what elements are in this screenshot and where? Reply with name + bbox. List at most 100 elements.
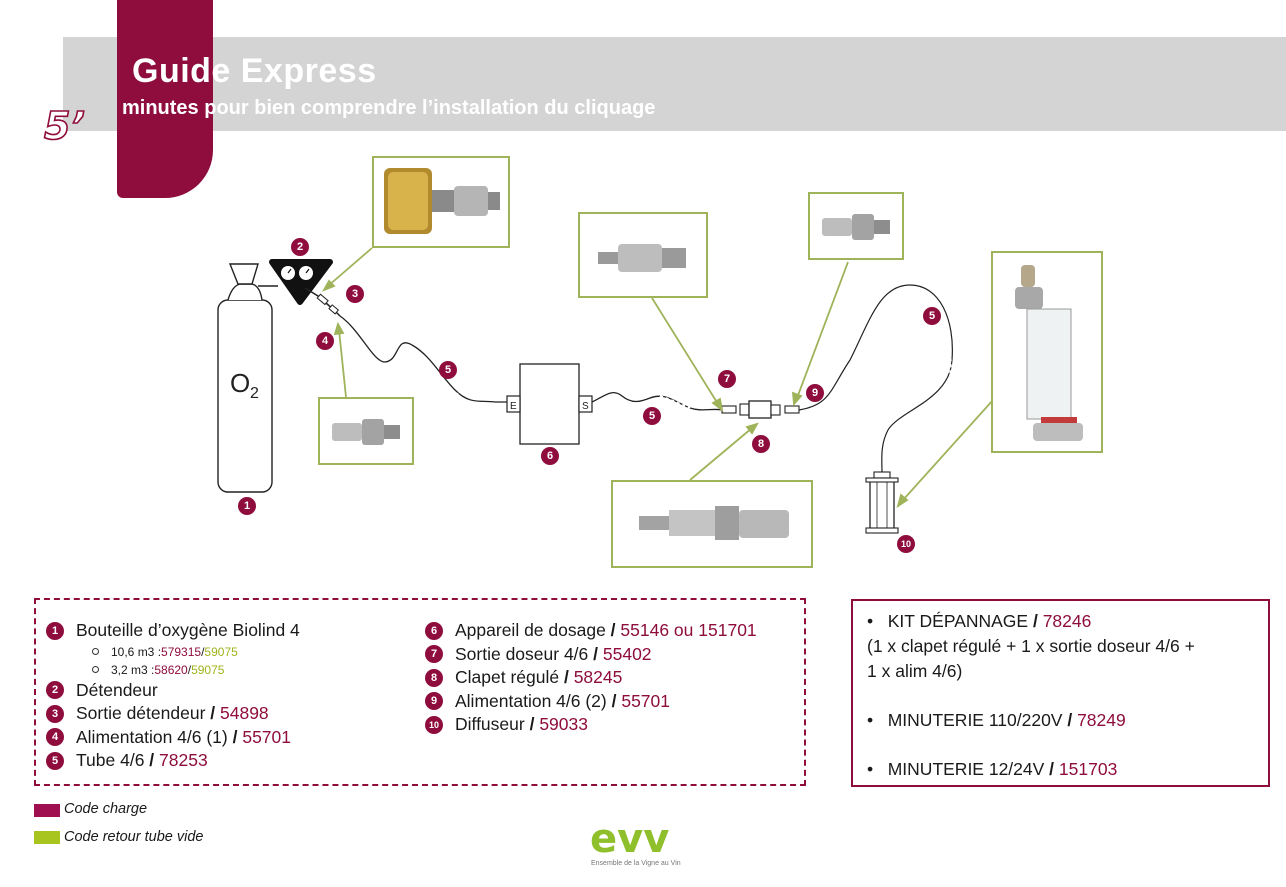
legend-item-10: 10 Diffuseur / 59033 (425, 713, 757, 737)
legend-right-column: 6 Appareil de dosage / 55146 ou 151701 7… (425, 619, 757, 737)
legend-item-4: 4 Alimentation 4/6 (1) / 55701 (46, 726, 300, 750)
photo-check-valve (611, 480, 813, 568)
legend-code: 55146 ou 151701 (620, 620, 757, 641)
circle-bullet-icon (92, 666, 99, 673)
bullet-icon: • (867, 710, 874, 730)
bottle-o-label: O (230, 368, 250, 398)
marker-10: 10 (897, 535, 915, 553)
evv-logo: evv Ensemble de la Vigne au Vin (590, 816, 700, 875)
slash: / (205, 703, 220, 724)
legend-number: 2 (46, 681, 64, 700)
legend-number: 1 (46, 621, 64, 640)
marker-5c: 5 (923, 307, 941, 325)
page-subtitle: minutes pour bien comprendre l’installat… (122, 97, 655, 120)
regulator-icon (269, 259, 333, 305)
page-title: Guide Express (132, 52, 377, 90)
legend-text: Tube 4/6 (76, 750, 145, 771)
check-valve (721, 400, 800, 419)
legend-text: Alimentation 4/6 (1) (76, 726, 228, 747)
regulator-outlet-image (384, 168, 500, 234)
slash: / (559, 667, 574, 688)
kit-line: • KIT DÉPANNAGE / 78246 (867, 611, 1092, 631)
photo-supply-1 (318, 397, 414, 465)
diffuser-image (1015, 265, 1083, 441)
device-in-label: E (510, 401, 517, 412)
pointer-lines (321, 247, 994, 509)
legend-box (34, 598, 806, 786)
slash: / (144, 750, 160, 771)
sub-code-return: 59075 (204, 644, 238, 659)
marker-2: 2 (291, 238, 309, 256)
marker-3: 3 (346, 285, 364, 303)
legend-code: 55701 (621, 690, 671, 711)
diffuser-icon (865, 471, 899, 534)
evv-logo-image: evv Ensemble de la Vigne au Vin (590, 816, 681, 867)
oxygen-bottle (217, 263, 278, 493)
legend-sub-1: 10,6 m3 : 579315 / 59075 (92, 643, 300, 661)
legend-code: 55701 (242, 726, 292, 747)
doser-outlet-image (598, 244, 686, 272)
sub-label: 10,6 m3 : (111, 644, 162, 659)
photo-supply-2 (808, 192, 904, 260)
slash: / (605, 620, 621, 641)
sub-code: 579315 (161, 644, 202, 659)
marker-9: 9 (806, 384, 824, 402)
legend-item-5: 5 Tube 4/6 / 78253 (46, 749, 300, 773)
legend-number: 10 (425, 715, 443, 734)
marker-8: 8 (752, 435, 770, 453)
circle-bullet-icon (92, 648, 99, 655)
legend-text: Sortie doseur 4/6 (455, 643, 589, 664)
timer2-line: • MINUTERIE 12/24V / 151703 (867, 759, 1118, 779)
check-valve-image (639, 506, 789, 540)
legend-text: Appareil de dosage (455, 620, 606, 641)
kit-desc-1: (1 x clapet régulé + 1 x sortie doseur 4… (867, 636, 1195, 656)
sub-code-return: 59075 (191, 662, 225, 677)
legend-item-9: 9 Alimentation 4/6 (2) / 55701 (425, 690, 757, 714)
legend-sub-2: 3,2 m3 : 58620 / 59075 (92, 661, 300, 679)
marker-4: 4 (316, 332, 334, 350)
kit-label: KIT DÉPANNAGE (887, 611, 1029, 631)
timer1-code: 78249 (1077, 710, 1126, 730)
marker-7: 7 (718, 370, 736, 388)
sub-code: 58620 (154, 662, 188, 677)
bullet-icon: • (867, 611, 874, 631)
retour-label: Code retour tube vide (64, 829, 204, 845)
legend-code: 78253 (159, 750, 208, 771)
five-minutes-mark: 5’ (43, 103, 85, 149)
legend-text: Bouteille d’oxygène Biolind 4 (76, 620, 300, 641)
timer2-code: 151703 (1058, 759, 1118, 779)
slash: / (588, 643, 603, 664)
supply-1-image (332, 419, 400, 445)
legend-code: 54898 (220, 703, 269, 724)
logo-tagline: Ensemble de la Vigne au Vin (591, 860, 681, 867)
subtitle-rest: pour bien comprendre l’installation du c… (198, 97, 656, 119)
legend-number: 3 (46, 704, 64, 723)
legend-item-3: 3 Sortie détendeur / 54898 (46, 702, 300, 726)
legend-left-column: 1 Bouteille d’oxygène Biolind 4 10,6 m3 … (46, 619, 300, 773)
legend-number: 8 (425, 668, 443, 687)
legend-code: 58245 (573, 667, 623, 688)
legend-number: 5 (46, 751, 64, 770)
legend-code: 55402 (602, 643, 652, 664)
legend-number: 7 (425, 645, 443, 664)
timer2-label: MINUTERIE 12/24V (887, 759, 1045, 779)
legend-item-6: 6 Appareil de dosage / 55146 ou 151701 (425, 619, 757, 643)
legend-item-7: 7 Sortie doseur 4/6 / 55402 (425, 643, 757, 667)
bullet-icon: • (867, 759, 874, 779)
legend-number: 4 (46, 728, 64, 747)
marker-5b: 5 (643, 407, 661, 425)
supply-2-image (822, 214, 890, 240)
legend-text: Sortie détendeur (76, 703, 206, 724)
marker-6: 6 (541, 447, 559, 465)
slash: / (227, 726, 243, 747)
charge-swatch (34, 804, 60, 817)
kit-code: 78246 (1042, 611, 1092, 631)
installation-diagram: O 2 E S (217, 247, 994, 534)
kit-desc-2: 1 x alim 4/6) (867, 661, 963, 681)
header-banner (63, 37, 1286, 131)
device-out-label: S (582, 401, 589, 412)
marker-1: 1 (238, 497, 256, 515)
subtitle-strong: minutes (122, 97, 199, 119)
legend-number: 9 (425, 692, 443, 711)
legend-item-1: 1 Bouteille d’oxygène Biolind 4 (46, 619, 300, 643)
